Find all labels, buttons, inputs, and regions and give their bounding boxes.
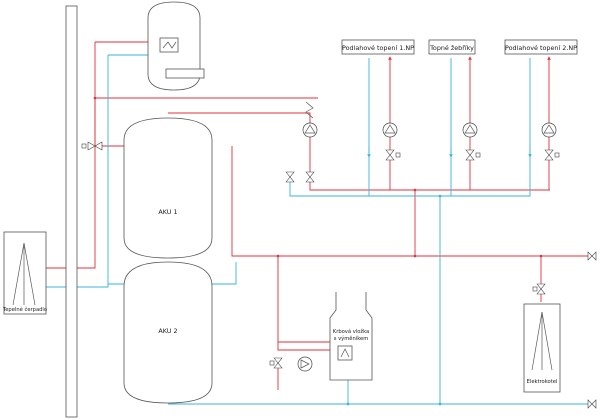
pump-fireplace <box>297 356 313 372</box>
valve-left-circuit-b <box>305 171 315 183</box>
floor-heating-1-label: Podlahové topení 1.NP <box>342 44 414 52</box>
circuit-ladders: Topné žebříky <box>428 39 476 55</box>
fireplace-label-line1: Krbová vložka <box>333 328 369 335</box>
tank-1-label: AKU 1 <box>158 208 177 216</box>
electric-boiler: Elektrokotel <box>523 303 561 393</box>
junctions-cold <box>346 194 442 406</box>
tank-aku-2: AKU 2 <box>123 261 213 404</box>
valve-outlet-top <box>587 251 597 261</box>
hot-water-boiler <box>147 1 205 91</box>
pump-floor-1 <box>382 122 398 138</box>
circuit-floor-heating-1: Podlahové topení 1.NP <box>341 39 415 55</box>
heat-pump-label: Tepelné čerpadlo <box>2 306 47 313</box>
tank-aku-1: AKU 1 <box>123 117 213 259</box>
pump-floor-2 <box>541 122 557 138</box>
mixing-valve-heatpump <box>81 141 103 151</box>
valve-outlet-bottom <box>587 399 597 409</box>
ladders-label: Topné žebříky <box>429 44 474 52</box>
junctions <box>93 96 543 258</box>
pump-main <box>302 101 318 138</box>
mixing-valve-floor-2 <box>544 149 560 161</box>
heat-pump: Tepelné čerpadlo <box>2 231 47 315</box>
circuit-floor-heating-2: Podlahové topení 2.NP <box>504 39 578 55</box>
floor-heating-2-label: Podlahové topení 2.NP <box>505 44 577 52</box>
tank-2-label: AKU 2 <box>158 327 177 335</box>
fireplace-insert: Krbová vložka s výměníkem <box>329 292 373 381</box>
valve-left-circuit-a <box>285 171 295 183</box>
valve-electric-boiler <box>532 283 546 295</box>
fireplace-label-line2: s výměníkem <box>334 335 369 342</box>
electric-boiler-label: Elektrokotel <box>527 379 558 385</box>
header-column <box>65 5 78 418</box>
mixing-valve-ladders <box>465 149 481 161</box>
pump-ladders <box>462 122 478 138</box>
mixing-valve-floor-1 <box>385 149 401 161</box>
valve-fireplace <box>269 357 283 369</box>
